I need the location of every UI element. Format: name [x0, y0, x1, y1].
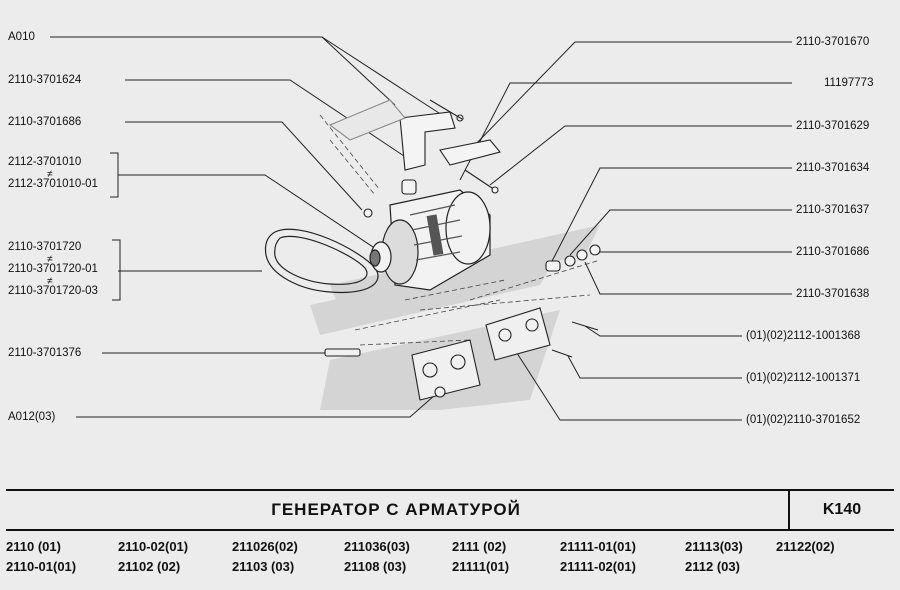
model-entry: 2111 (02): [452, 539, 507, 554]
label-2110-3701720-01: 2110-3701720-01: [8, 263, 98, 275]
alternative-mark: ≠: [47, 276, 53, 287]
label-11197773: 11197773: [824, 77, 874, 89]
label-2112-3701010-01: 2112-3701010-01: [8, 178, 98, 190]
model-entry: 2110 (01): [6, 539, 61, 554]
label-2110-3701686-left: 2110-3701686: [8, 116, 82, 128]
model-entry: 21113(03): [685, 539, 743, 554]
label-2110-3701720-03: 2110-3701720-03: [8, 285, 98, 297]
bushings: [545, 244, 601, 272]
leader-lines: [50, 36, 792, 421]
label-2110-3701376: 2110-3701376: [8, 347, 82, 359]
label-2112-1001371: (01)(02)2112-1001371: [746, 372, 861, 384]
label-2110-3701686-right: 2110-3701686: [796, 246, 870, 258]
label-2110-3701670: 2110-3701670: [796, 36, 870, 48]
title-bar: ГЕНЕРАТОР С АРМАТУРОЙ K140: [6, 489, 894, 531]
label-2112-3701010: 2112-3701010: [8, 156, 82, 168]
label-2112-1001368: (01)(02)2112-1001368: [746, 330, 861, 342]
upper-bracket: [328, 99, 501, 218]
model-entry: 21111-01(01): [560, 539, 636, 554]
model-entry: 21122(02): [776, 539, 835, 554]
title-divider: [788, 491, 790, 529]
model-entry: 21102 (02): [118, 559, 181, 574]
label-2110-3701629: 2110-3701629: [796, 120, 870, 132]
label-2110-3701634: 2110-3701634: [796, 162, 870, 174]
alternator: [369, 189, 491, 291]
label-2110-3701637: 2110-3701637: [796, 204, 870, 216]
model-entry: 21103 (03): [232, 559, 295, 574]
alternative-mark: ≠: [47, 169, 53, 180]
model-entry: 21108 (03): [344, 559, 407, 574]
label-a010: A010: [8, 31, 35, 43]
assembly-guide-lines: [319, 114, 601, 346]
model-entry: 211036(03): [344, 539, 410, 554]
catalog-code: K140: [822, 501, 862, 518]
model-entry: 21111(01): [452, 559, 510, 574]
model-entry: 2110-01(01): [6, 559, 77, 574]
drive-belt: [264, 228, 379, 294]
model-entry: 211026(02): [232, 539, 298, 554]
label-2110-3701720: 2110-3701720: [8, 241, 82, 253]
label-2110-3701652: (01)(02)2110-3701652: [746, 414, 861, 426]
model-entry: 21111-02(01): [560, 559, 636, 574]
lower-bracket: [324, 307, 599, 401]
label-2110-3701624: 2110-3701624: [8, 74, 82, 86]
label-a012-03: A012(03): [8, 411, 56, 423]
label-2110-3701638: 2110-3701638: [796, 288, 870, 300]
alternative-mark: ≠: [47, 254, 53, 265]
model-entry: 2112 (03): [685, 559, 740, 574]
page-title: ГЕНЕРАТОР С АРМАТУРОЙ: [271, 500, 521, 519]
exploded-assembly-drawing: [50, 36, 792, 421]
model-entry: 2110-02(01): [118, 539, 189, 554]
